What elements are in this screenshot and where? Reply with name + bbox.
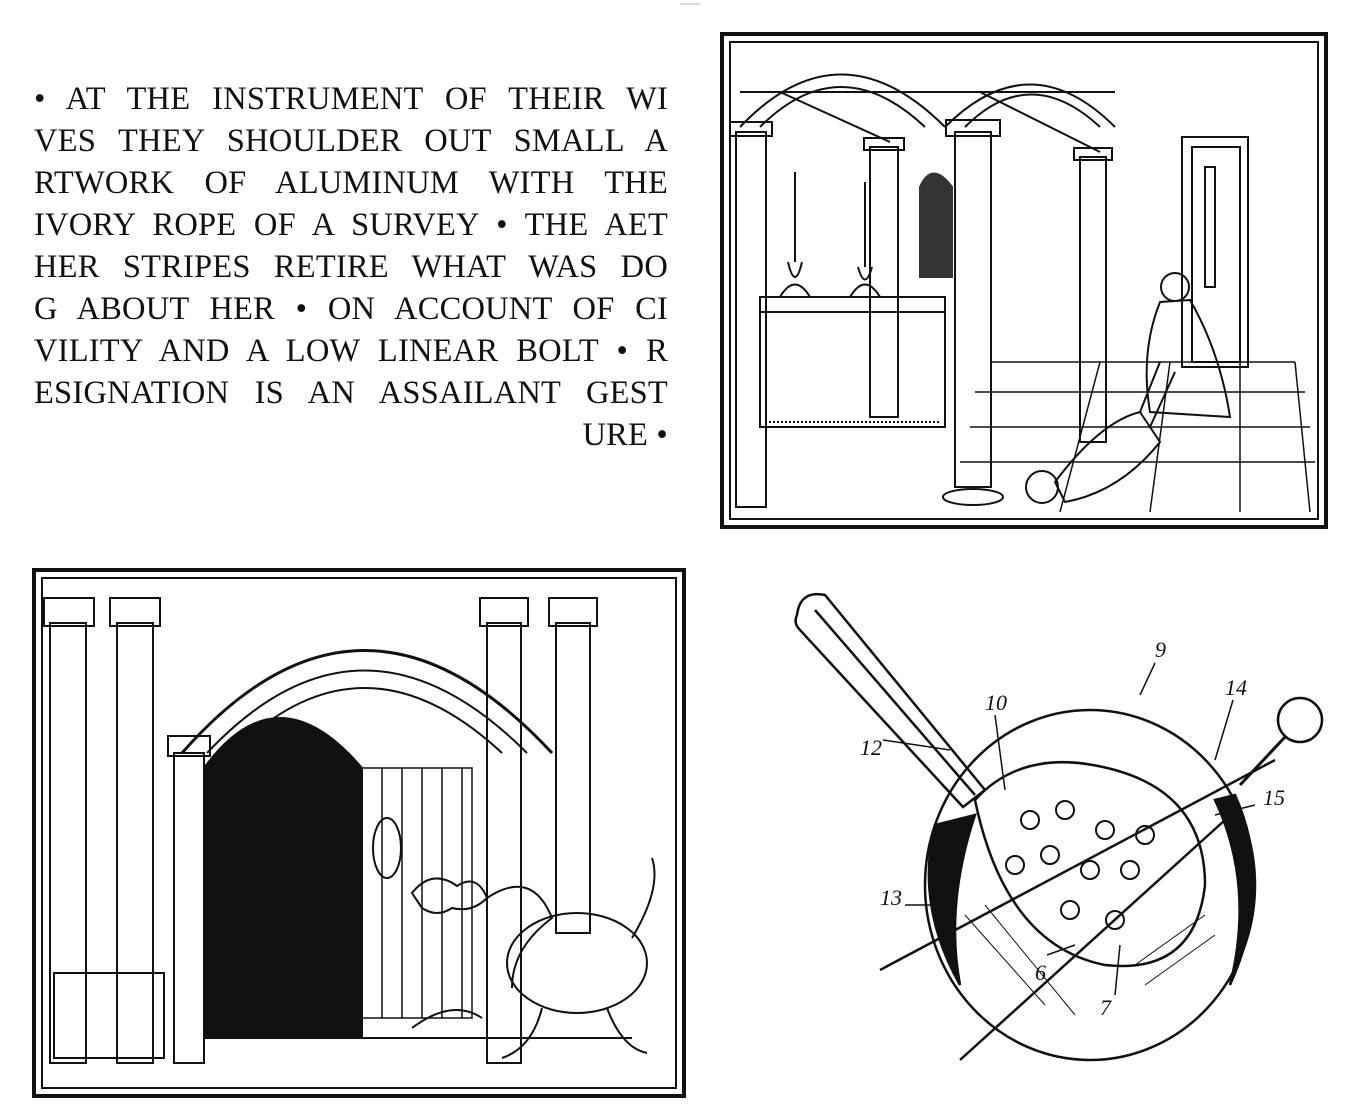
- page-mark: [680, 3, 700, 5]
- poem-line: HER STRIPES RETIRE WHAT WAS DO: [34, 249, 668, 285]
- poem-text-block: • AT THE INSTRUMENT OF THEIR WI VES THEY…: [34, 78, 668, 456]
- poem-line: • AT THE INSTRUMENT OF THEIR WI: [34, 81, 668, 117]
- woodcut-dragon-illustration: [32, 568, 686, 1098]
- patent-drawing-illustration: 9 10 14 12 15 13 6 7: [785, 585, 1345, 1090]
- poem-line: VES THEY SHOULDER OUT SMALL A: [34, 123, 668, 159]
- patent-label: 10: [985, 690, 1007, 715]
- poem-line: RTWORK OF ALUMINUM WITH THE: [34, 165, 668, 201]
- patent-label: 14: [1225, 675, 1247, 700]
- poem-line: VILITY AND A LOW LINEAR BOLT • R: [34, 333, 668, 369]
- poem-line: URE •: [582, 417, 668, 453]
- patent-label: 13: [880, 885, 902, 910]
- patent-label: 9: [1155, 637, 1166, 662]
- woodcut-chapel-illustration: [720, 32, 1328, 529]
- patent-label: 15: [1263, 785, 1285, 810]
- patent-label: 7: [1100, 995, 1112, 1020]
- poem-line: ESIGNATION IS AN ASSAILANT GEST: [34, 375, 668, 411]
- patent-label: 12: [860, 735, 882, 760]
- poem-line: IVORY ROPE OF A SURVEY • THE AET: [34, 207, 668, 243]
- patent-label: 6: [1035, 960, 1046, 985]
- poem-line: G ABOUT HER • ON ACCOUNT OF CI: [34, 291, 668, 327]
